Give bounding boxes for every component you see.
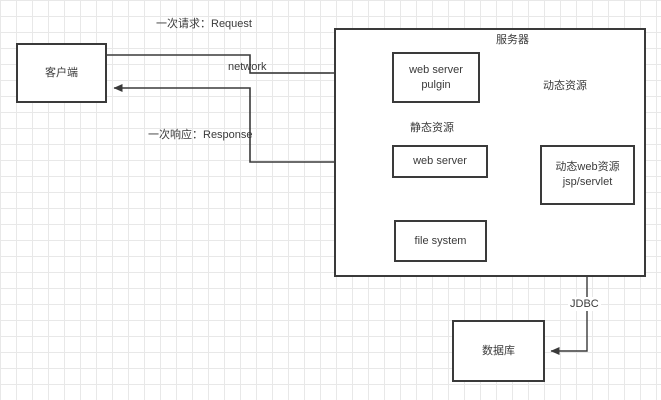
- node-web-server-plugin[interactable]: web server pulgin: [392, 52, 480, 103]
- node-dynamic-web-resource-label: 动态web资源 jsp/servlet: [555, 161, 620, 188]
- edge-label-response: 一次响应：Response: [148, 129, 253, 141]
- node-database-label: 数据库: [482, 344, 515, 357]
- node-file-system-label: file system: [414, 234, 467, 247]
- node-web-server[interactable]: web server: [392, 145, 488, 178]
- node-web-server-label: web server: [413, 155, 467, 167]
- node-client-label: 客户端: [45, 66, 78, 79]
- edge-label-static-resource: 静态资源: [408, 121, 456, 135]
- node-file-system[interactable]: file system: [394, 220, 487, 262]
- edge-label-request: 一次请求：Request: [156, 18, 252, 30]
- edge-label-dynamic-resource: 动态资源: [541, 79, 589, 93]
- node-client[interactable]: 客户端: [16, 43, 107, 103]
- node-server-label: 服务器: [496, 34, 529, 46]
- node-web-server-plugin-label: web server pulgin: [409, 63, 463, 91]
- node-database[interactable]: 数据库: [452, 320, 545, 382]
- edge-label-network: network: [228, 61, 267, 73]
- edge-label-jdbc: JDBC: [568, 297, 601, 311]
- node-dynamic-web-resource[interactable]: 动态web资源 jsp/servlet: [540, 145, 635, 205]
